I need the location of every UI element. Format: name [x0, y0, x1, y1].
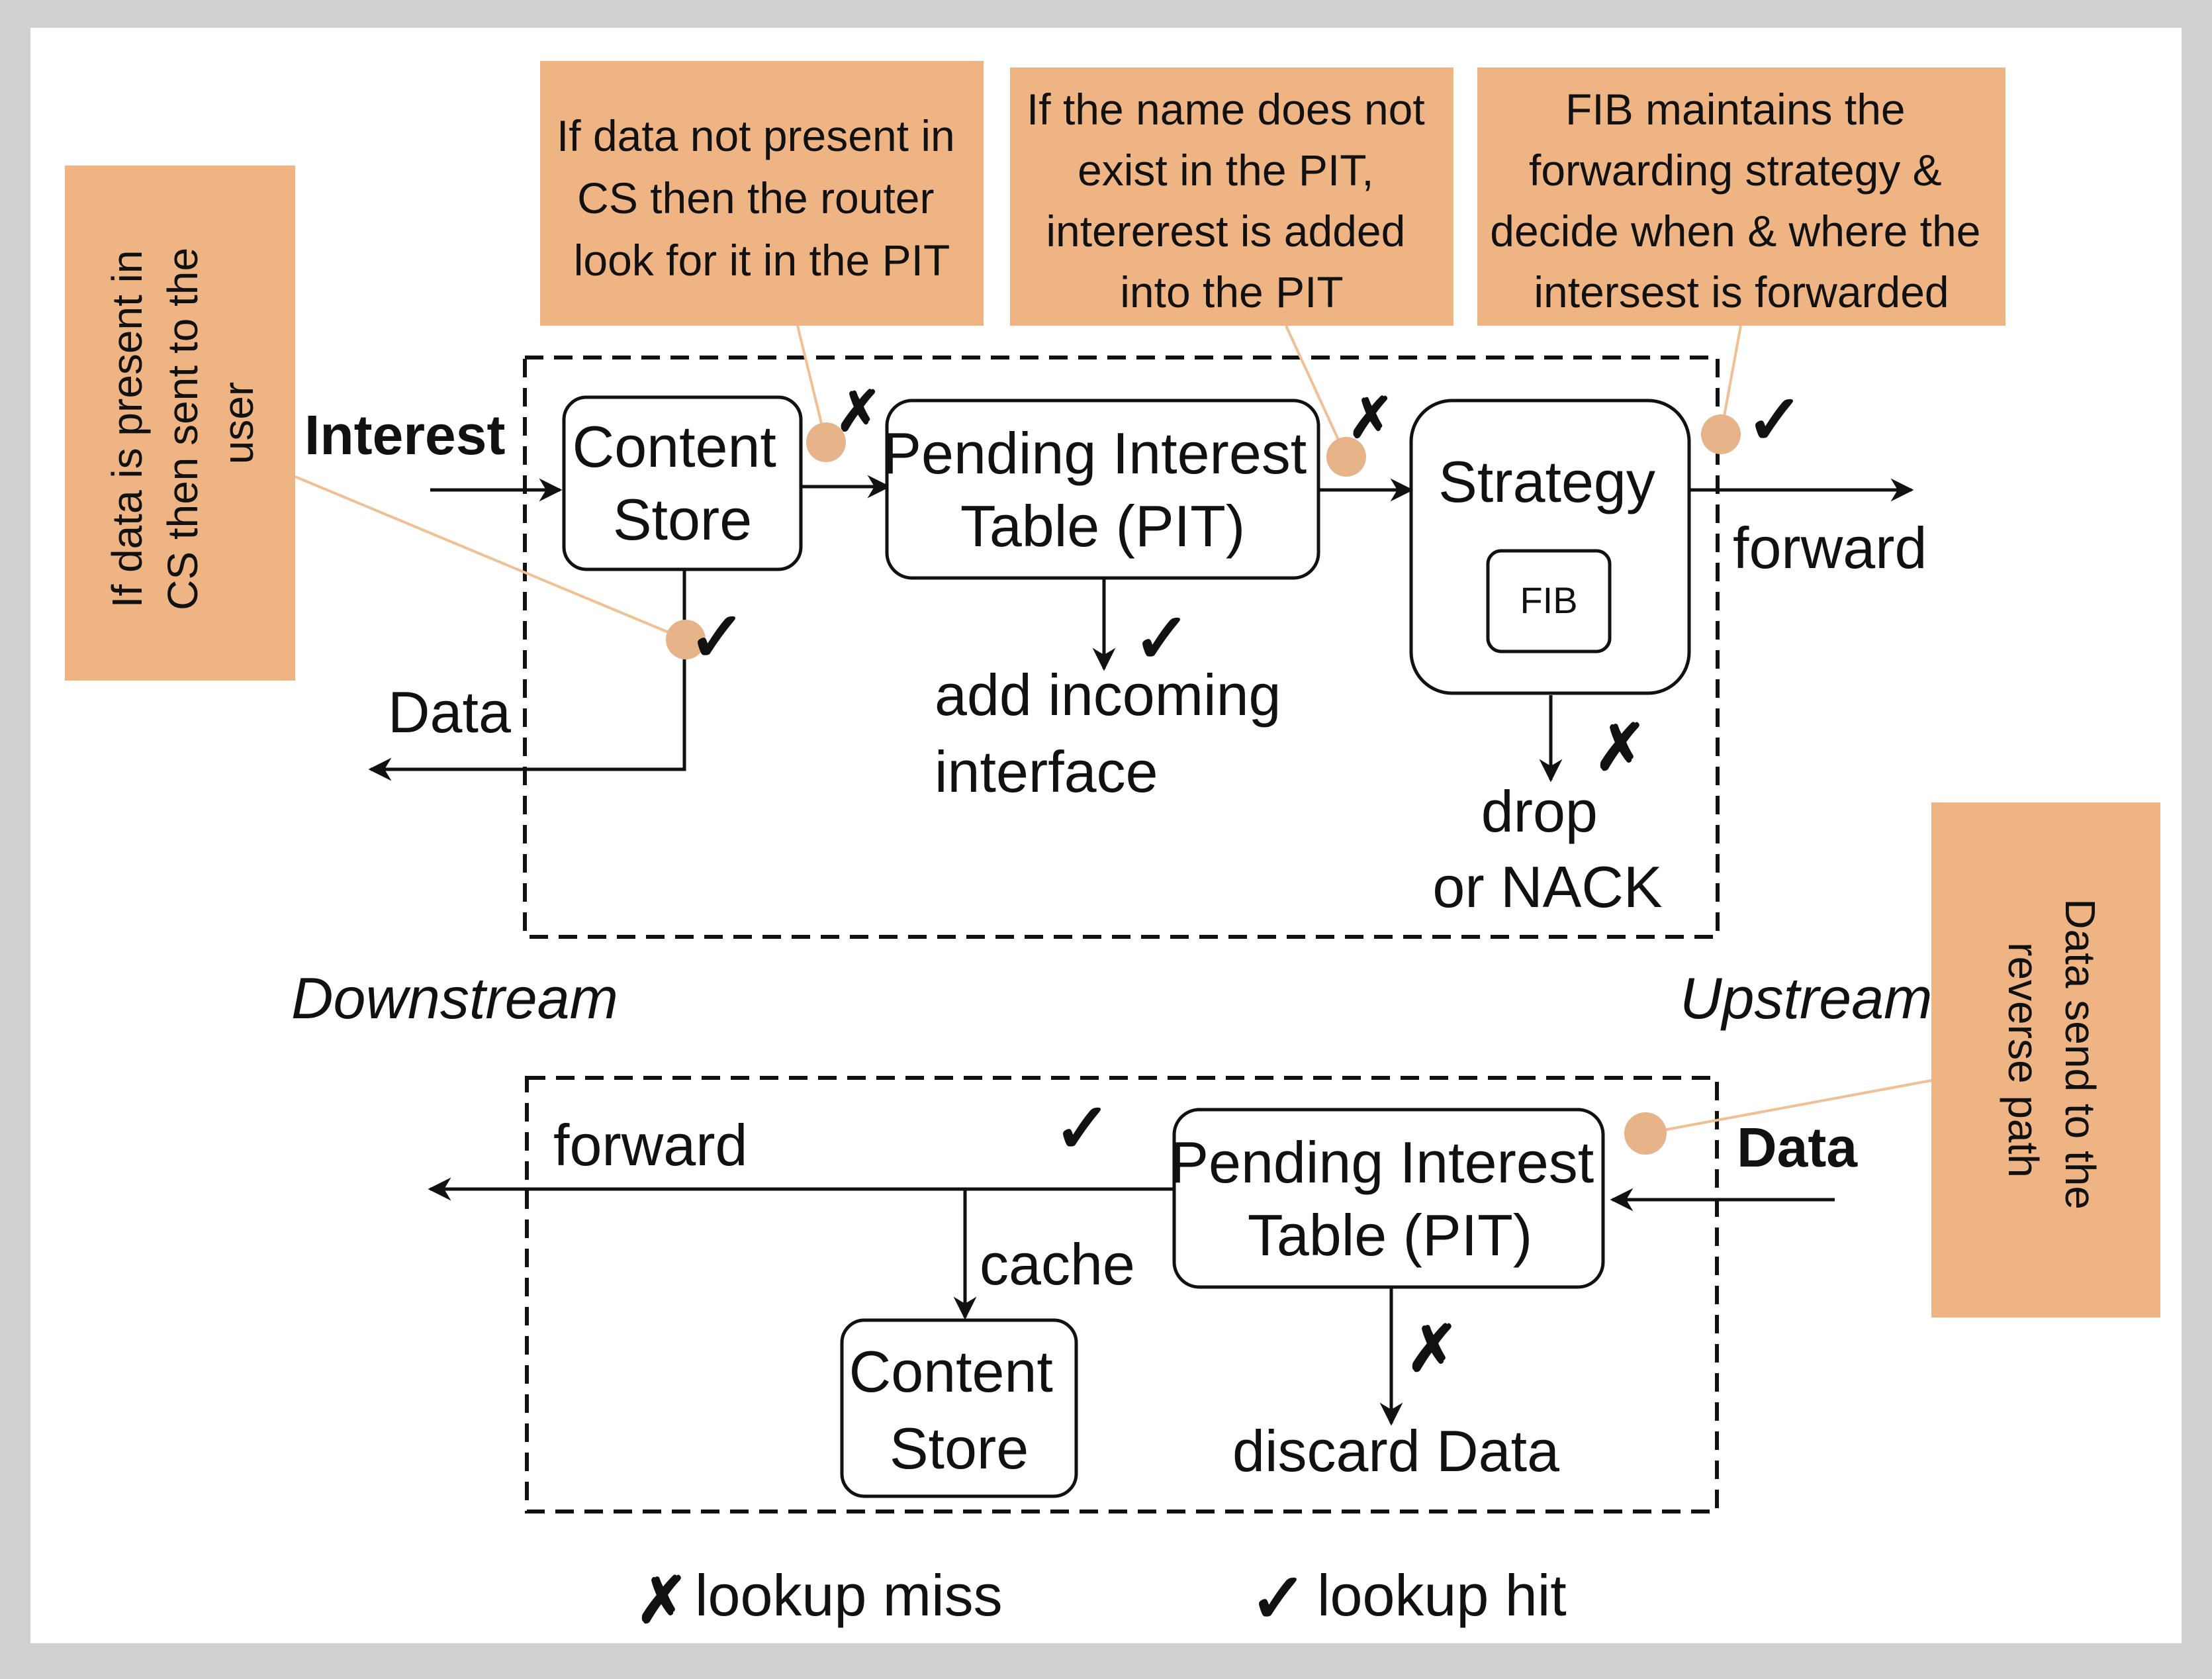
interest-data-label: Data	[388, 679, 511, 745]
data-router-boundary	[525, 1076, 1719, 1513]
data-cs-label-line2: Store	[890, 1415, 1029, 1481]
note-cs-present-text: If data is present in CS then sent to th…	[103, 236, 262, 610]
note-pit-add-line4: into the PIT	[1120, 267, 1344, 316]
note-pit-add-line2: exist in the PIT,	[1078, 146, 1374, 195]
connector-reverse	[1645, 1079, 1932, 1135]
interest-forward-label: forward	[1733, 515, 1927, 581]
strategy-miss-line1: drop	[1481, 779, 1598, 844]
note-cs-miss: If data not present in CS then the route…	[540, 61, 984, 326]
dot-data-in	[1624, 1112, 1667, 1155]
note-cs-present-l2: CS then sent to the	[159, 248, 207, 610]
interest-input-label: Interest	[304, 404, 505, 466]
svg-text:Pending Interest Table (: Pending Interest Table (PIT)	[882, 420, 1322, 559]
pit-hit-action-line2: interface	[935, 739, 1158, 804]
note-cs-miss-line3: look for it in the PIT	[574, 236, 950, 285]
fib-box	[1486, 549, 1612, 653]
svg-text:If data not present in C: If data not present in CS then the route…	[557, 111, 967, 285]
note-cs-present-l3: user	[214, 382, 262, 465]
note-connectors	[295, 325, 1932, 1135]
legend-hit-symbol: ✓	[1250, 1560, 1307, 1637]
note-cs-present	[65, 166, 295, 681]
dot-pit-add	[1326, 437, 1366, 477]
annotation-dots	[666, 414, 1741, 1155]
interest-pit-label-line1: Pending Interest	[882, 420, 1307, 486]
interest-content-store: Content Store	[562, 395, 803, 571]
legend-miss-label: lookup miss	[695, 1562, 1003, 1628]
svg-text:FIB maintains the forwar: FIB maintains the forwarding strategy & …	[1490, 85, 1993, 316]
data-forward-hit-mark: ✓	[1054, 1090, 1111, 1167]
upstream-label: Upstream	[1680, 965, 1932, 1031]
dot-cs-miss	[806, 422, 846, 462]
note-cs-miss-line1: If data not present in	[557, 111, 955, 160]
downstream-label: Downstream	[291, 965, 618, 1031]
legend-miss-symbol: ✗	[635, 1565, 688, 1636]
legend: ✗ lookup miss ✓ lookup hit	[635, 1560, 1567, 1637]
svg-text:Content Store: Content Store	[849, 1339, 1070, 1481]
interest-pit-label-line2: Table (PIT)	[960, 493, 1245, 559]
pit-add-hit-mark: ✓	[1133, 600, 1191, 677]
svg-text:Pending Interest Table (: Pending Interest Table (PIT)	[1170, 1129, 1610, 1268]
data-pit-label-line1: Pending Interest	[1170, 1129, 1594, 1195]
note-pit-add: If the name does not exist in the PIT, i…	[1010, 68, 1453, 326]
data-forward-label: forward	[553, 1112, 747, 1178]
note-cs-present-l1: If data is present in	[103, 250, 151, 608]
svg-text:Content Store: Content Store	[573, 414, 793, 552]
interest-cs-label-line2: Store	[613, 487, 752, 552]
note-reverse-l1: Data send to the	[2056, 898, 2104, 1210]
dot-cs-hit	[666, 620, 706, 659]
lookup-marks: ✗ ✓ ✓ ✗ ✓ ✗ ✓ ✗	[688, 380, 1804, 1384]
strategy-drop-miss-mark: ✗	[1594, 712, 1647, 783]
interest-router-boundary	[523, 356, 1720, 939]
data-content-store: Content Store	[840, 1318, 1078, 1498]
connector-pit-add	[1285, 325, 1348, 457]
note-fib-line1: FIB maintains the	[1565, 85, 1906, 134]
strategy-box: Strategy FIB	[1409, 399, 1691, 695]
strategy-miss-line2: or NACK	[1432, 854, 1662, 920]
svg-text:If the name does not exi: If the name does not exist in the PIT, i…	[1027, 85, 1437, 316]
pit-hit-action-label: add incoming interface	[935, 662, 1297, 804]
strategy-label: Strategy	[1438, 449, 1655, 514]
note-reverse-l2: reverse path	[2000, 942, 2047, 1178]
data-discard-miss-mark: ✗	[1406, 1314, 1459, 1384]
data-discard-label: discard Data	[1232, 1418, 1559, 1484]
connector-cs-present	[295, 475, 686, 641]
interest-pit: Pending Interest Table (PIT)	[882, 399, 1322, 580]
fib-label: FIB	[1520, 579, 1577, 621]
data-input-label: Data	[1737, 1116, 1858, 1178]
data-pit: Pending Interest Table (PIT)	[1170, 1108, 1610, 1289]
note-fib-line3: decide when & where the	[1490, 207, 1980, 256]
note-reverse	[1931, 802, 2160, 1318]
pit-hit-action-line1: add incoming	[935, 662, 1281, 728]
strategy-forward-hit-mark: ✓	[1746, 382, 1804, 459]
data-cs-label-line1: Content	[849, 1339, 1053, 1404]
legend-hit-label: lookup hit	[1317, 1562, 1567, 1628]
note-fib-line4: intersest is forwarded	[1534, 267, 1949, 316]
note-fib: FIB maintains the forwarding strategy & …	[1477, 68, 2005, 326]
cs-miss-mark: ✗	[835, 380, 882, 442]
data-pit-label-line2: Table (PIT)	[1248, 1202, 1532, 1268]
pit-miss-mark: ✗	[1348, 387, 1394, 449]
note-cs-miss-line2: CS then the router	[577, 173, 934, 222]
cs-hit-mark: ✓	[688, 599, 746, 676]
data-cache-label: cache	[980, 1231, 1135, 1297]
note-pit-add-line1: If the name does not	[1027, 85, 1425, 134]
note-reverse-text: Data send to the reverse path	[2000, 898, 2104, 1221]
interest-cs-label-line1: Content	[573, 414, 776, 479]
dot-strategy-forward	[1701, 414, 1741, 454]
strategy-miss-action-label: drop or NACK	[1432, 779, 1662, 920]
connector-cs-miss	[796, 325, 827, 443]
note-fib-line2: forwarding strategy &	[1529, 146, 1942, 195]
note-pit-add-line3: intererest is added	[1046, 207, 1405, 256]
